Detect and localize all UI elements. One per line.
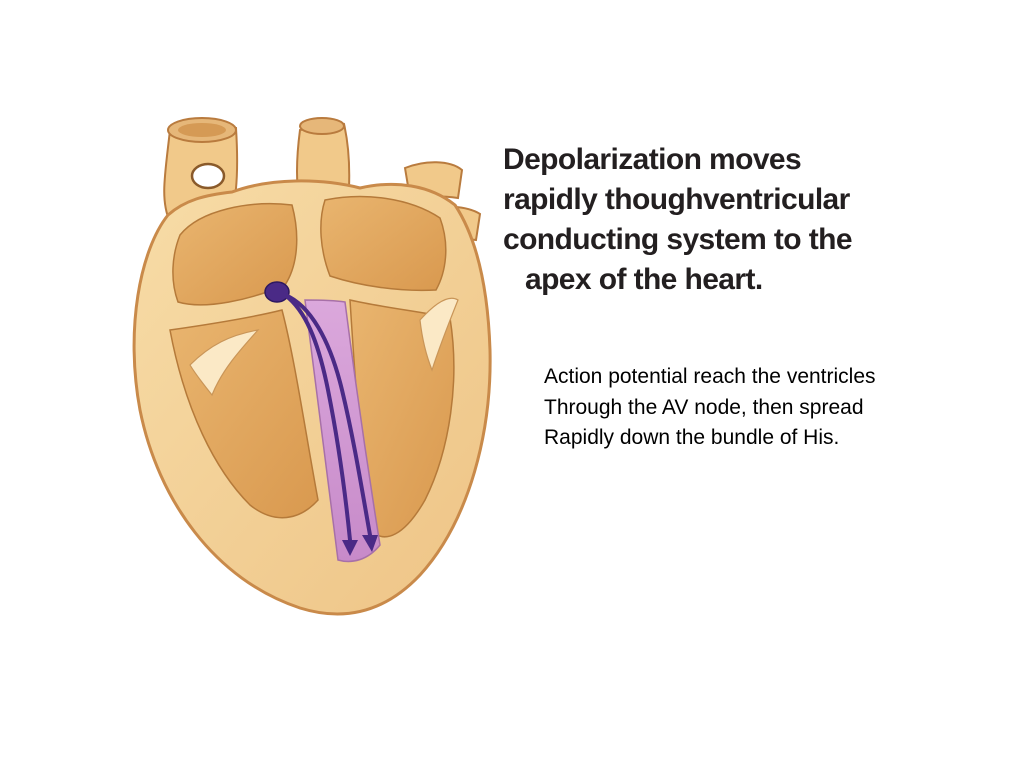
arrow-down-icon bbox=[342, 535, 378, 556]
caption-line-3: Rapidly down the bundle of His. bbox=[544, 426, 840, 449]
diagram-caption: Action potential reach the ventricles Th… bbox=[544, 362, 964, 454]
caption-line-1: Action potential reach the ventricles bbox=[544, 365, 876, 388]
diagram-heading: Depolarization moves rapidly thoughventr… bbox=[503, 140, 943, 300]
left-bundle-branch bbox=[283, 293, 352, 542]
heading-line-1: Depolarization moves bbox=[503, 143, 802, 176]
caption-line-2: Through the AV node, then spread bbox=[544, 395, 864, 419]
av-node-icon bbox=[264, 281, 290, 303]
heading-line-4: apex of the heart. bbox=[525, 263, 763, 296]
heading-line-3: conducting system to the bbox=[503, 223, 853, 256]
right-bundle-branch bbox=[283, 293, 372, 537]
left-atrium-chamber bbox=[320, 195, 447, 292]
bundle-branches bbox=[283, 293, 372, 542]
tricuspid-valve bbox=[189, 329, 260, 397]
mitral-valve bbox=[419, 297, 459, 372]
heading-line-2: rapidly thoughventricular bbox=[503, 183, 850, 216]
vena-cava-opening bbox=[190, 162, 226, 190]
